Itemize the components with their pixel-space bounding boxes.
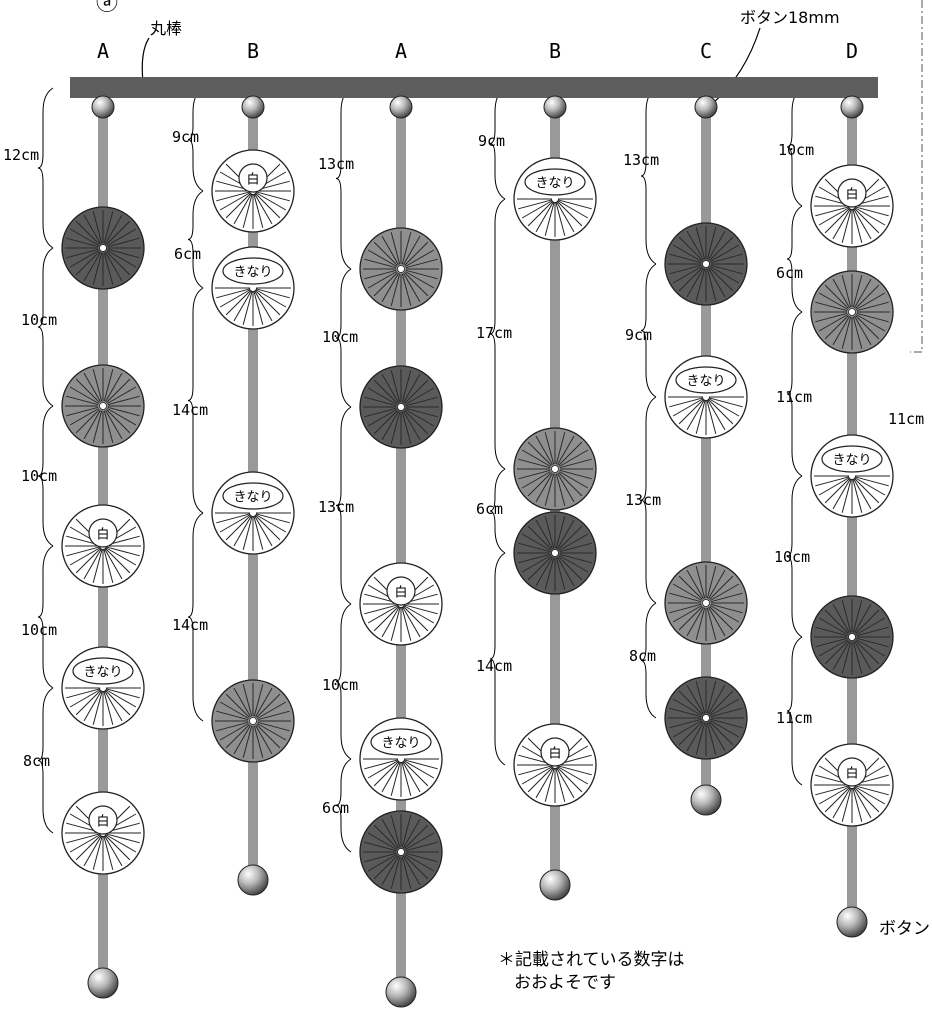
top-button — [242, 96, 264, 118]
pompom-center-knot — [849, 309, 856, 316]
bottom-button — [238, 865, 268, 895]
note-line-2: おおよそです — [514, 973, 616, 993]
segment-length-label: 14cm — [476, 657, 512, 675]
pompom-center-knot — [552, 466, 559, 473]
segment-length-label: 17cm — [476, 324, 512, 342]
segment-length-label: 13cm — [623, 151, 659, 169]
segment-length-label: 6cm — [174, 245, 201, 263]
dimension-brace — [38, 88, 53, 248]
bottom-button — [837, 907, 867, 937]
strand-6: D10cm6cm11cm10cm11cm白きなり白 — [774, 39, 893, 937]
segment-length-label: 10cm — [774, 548, 810, 566]
strand-letter: C — [700, 39, 712, 63]
top-button — [390, 96, 412, 118]
top-button — [841, 96, 863, 118]
top-buttons-layer — [92, 96, 863, 118]
segment-length-label: 9cm — [478, 132, 505, 150]
strand-letter: A — [97, 39, 109, 63]
color-tag-label: 白 — [845, 766, 858, 782]
bottom-button — [386, 977, 416, 1007]
segment-length-label: 14cm — [172, 616, 208, 634]
color-tag-label: きなり — [83, 665, 122, 680]
strands-layer: A12cm10cm10cm10cm8cm白きなり白B9cm6cm14cm14cm… — [3, 39, 893, 1007]
segment-length-label: 14cm — [172, 401, 208, 419]
segment-length-label: 11cm — [776, 388, 812, 406]
segment-length-label: 12cm — [3, 146, 39, 164]
segment-length-label: 6cm — [322, 799, 349, 817]
pompom-center-knot — [703, 600, 710, 607]
segment-length-label: 10cm — [322, 328, 358, 346]
color-tag-label: きなり — [832, 453, 871, 468]
rod-label-leader — [142, 38, 149, 82]
color-tag-label: きなり — [686, 374, 725, 389]
strand-letter: B — [247, 39, 259, 63]
wooden-dowel-rod — [70, 77, 878, 98]
color-tag-label: 白 — [548, 746, 561, 762]
top-button — [544, 96, 566, 118]
rod-label: 丸棒 — [150, 19, 182, 38]
segment-length-label: 8cm — [629, 647, 656, 665]
segment-length-label: 10cm — [778, 141, 814, 159]
color-tag-label: 白 — [246, 172, 259, 188]
color-tag-label: きなり — [233, 490, 272, 505]
color-tag-label: 白 — [845, 187, 858, 203]
segment-length-label: 9cm — [625, 326, 652, 344]
pompom-center-knot — [703, 715, 710, 722]
segment-length-label: 13cm — [318, 155, 354, 173]
color-tag-label: きなり — [233, 265, 272, 280]
segment-length-label: 10cm — [21, 467, 57, 485]
strand-5: C 13cm 9cm 13cm 8cm きなり — [623, 39, 747, 815]
segment-length-label: 10cm — [21, 621, 57, 639]
strand-3: A 13cm 10cm 13cm 10cm 6cm 白きなり — [318, 39, 442, 1007]
segment-length-label: 9cm — [172, 128, 199, 146]
strand-letter: D — [846, 39, 858, 63]
dimension-brace — [641, 88, 656, 264]
pompom-center-knot — [398, 849, 405, 856]
color-tag-label: きなり — [535, 176, 574, 191]
pompom-center-knot — [552, 550, 559, 557]
button-size-label: ボタン18mm — [740, 8, 840, 27]
top-button — [695, 96, 717, 118]
step-number-caption: ⓐ — [96, 0, 118, 16]
color-tag-label: 白 — [96, 527, 109, 543]
pompom-center-knot — [703, 261, 710, 268]
segment-length-label: 13cm — [318, 498, 354, 516]
note-line-1: ＊記載されている数字は — [498, 950, 685, 970]
dashed-frame-edge — [910, 0, 922, 352]
pompom-center-knot — [100, 403, 107, 410]
dimension-brace — [38, 546, 53, 688]
bottom-button — [88, 968, 118, 998]
dimension-brace — [336, 88, 351, 269]
segment-length-label: 6cm — [776, 264, 803, 282]
dimension-brace — [787, 206, 802, 312]
segment-length-label: 6cm — [476, 500, 503, 518]
pompom-center-knot — [100, 245, 107, 252]
bottom-button-label: ボタン — [879, 919, 930, 939]
segment-length-label: 10cm — [21, 311, 57, 329]
pompom-center-knot — [398, 404, 405, 411]
bottom-button — [691, 785, 721, 815]
color-tag-label: 白 — [394, 585, 407, 601]
color-tag-label: きなり — [381, 736, 420, 751]
segment-length-label: 13cm — [625, 491, 661, 509]
bottom-button — [540, 870, 570, 900]
top-button — [92, 96, 114, 118]
color-tag-label: 白 — [96, 814, 109, 830]
segment-length-label: 11cm — [776, 709, 812, 727]
dimension-brace — [188, 191, 203, 288]
pompom-center-knot — [849, 634, 856, 641]
strand-letter: A — [395, 39, 407, 63]
pompom-center-knot — [398, 266, 405, 273]
segment-length-label: 8cm — [23, 752, 50, 770]
right-edge-measure: 11cm — [888, 410, 924, 428]
strand-letter: B — [549, 39, 561, 63]
segment-length-label: 10cm — [322, 676, 358, 694]
pompom-center-knot — [250, 718, 257, 725]
